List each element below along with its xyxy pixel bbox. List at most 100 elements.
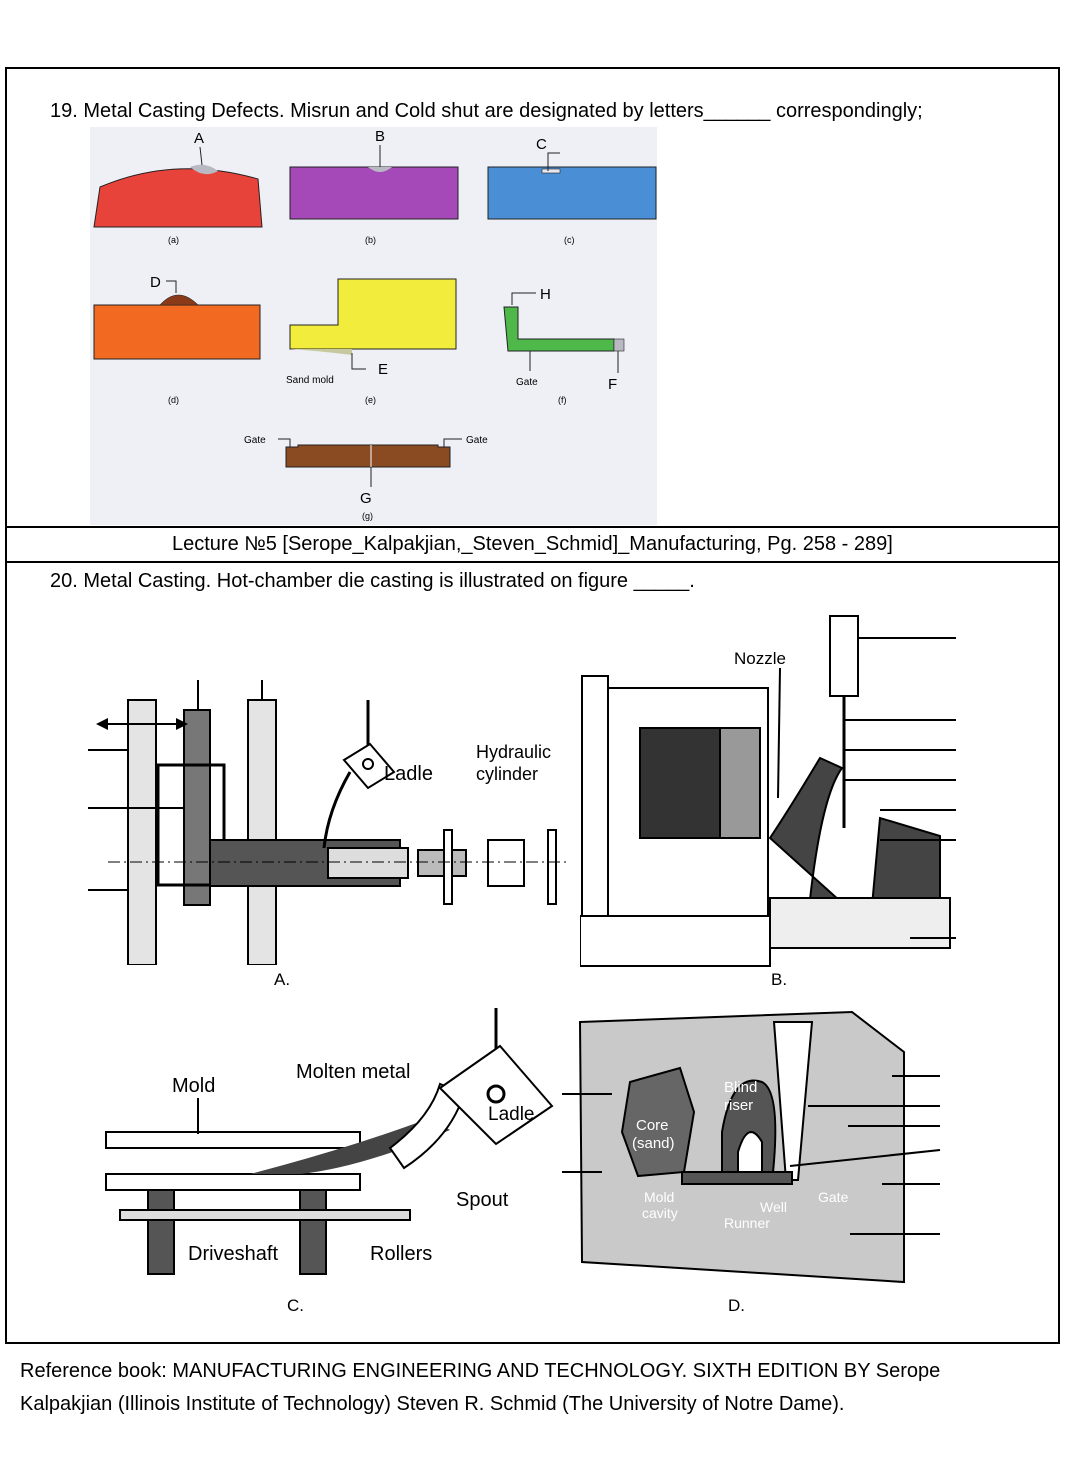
blind-label: Blind (724, 1079, 757, 1096)
core-label: Core (636, 1117, 669, 1134)
defect-c-shape (487, 166, 657, 220)
mold-top (105, 1131, 361, 1149)
row-divider (5, 526, 1060, 528)
die-plate (581, 675, 609, 917)
reference-book: Reference book: MANUFACTURING ENGINEERIN… (20, 1355, 940, 1421)
defect-a-mark (190, 164, 218, 175)
sub-f: (f) (558, 395, 567, 405)
defect-d-mark (159, 294, 199, 306)
sub-d: (d) (168, 395, 179, 405)
well-label: Well (760, 1199, 787, 1215)
sub-g: (g) (362, 511, 373, 521)
gate-label-f: Gate (516, 377, 538, 388)
leader-line (351, 353, 366, 370)
sub-a: (a) (168, 235, 179, 245)
mold-bottom (105, 1173, 361, 1191)
mold-cavity-label-1: Mold (644, 1189, 674, 1205)
label-d: D (150, 274, 161, 291)
hydraulic-label: Hydraulic (476, 742, 551, 762)
question-19: 19. Metal Casting Defects. Misrun and Co… (50, 100, 923, 122)
callout-line (789, 1149, 941, 1167)
spout-label: Spout (456, 1189, 509, 1211)
label-a: A (194, 130, 204, 147)
caption-c: C. (287, 1296, 304, 1315)
riser-label: riser (724, 1097, 753, 1114)
driveshaft-label: Driveshaft (188, 1243, 278, 1265)
label-g: G (360, 490, 372, 507)
furnace (769, 897, 951, 949)
leader-line (199, 146, 203, 166)
lecture-reference: Lecture №5 [Serope_Kalpakjian,_Steven_Sc… (172, 533, 893, 555)
casting-defects-figure: A (a) B (b) C (c) D (d) E Sand mold (e) … (90, 127, 657, 525)
defect-b-shape (289, 166, 459, 220)
defect-g-shape (285, 444, 451, 468)
gate-label: Gate (818, 1189, 849, 1205)
roller-left (147, 1189, 175, 1275)
nozzle-label: Nozzle (734, 649, 786, 668)
arrow-head (96, 718, 108, 730)
figure-a-cold-chamber: Ladle Hydraulic cylinder (88, 680, 568, 965)
leader-line (547, 152, 560, 171)
reference-line-2: Kalpakjian (Illinois Institute of Techno… (20, 1393, 845, 1415)
question-20: 20. Metal Casting. Hot-chamber die casti… (50, 570, 695, 592)
sprue (772, 1021, 814, 1181)
plunger-cylinder (829, 615, 859, 697)
leader-line (511, 292, 536, 305)
reference-line-1: Reference book: MANUFACTURING ENGINEERIN… (20, 1360, 941, 1382)
sub-c: (c) (564, 235, 575, 245)
bracket (443, 829, 453, 905)
label-f: F (608, 376, 617, 393)
label-c: C (536, 136, 547, 153)
caption-a: A. (274, 970, 291, 989)
die-box (156, 763, 226, 887)
rollers-label: Rollers (370, 1243, 432, 1265)
molten-metal-stream (250, 1118, 450, 1174)
sand-mold-label: Sand mold (286, 375, 334, 386)
bracket (547, 829, 557, 905)
label-e: E (378, 361, 388, 378)
ladle-label: Ladle (384, 763, 433, 785)
base (580, 915, 771, 967)
driveshaft (119, 1209, 411, 1221)
gate-label-g-right: Gate (466, 435, 488, 446)
ejector-die (183, 709, 211, 906)
leader-line (443, 438, 462, 447)
molten-metal-label: Molten metal (296, 1061, 411, 1083)
figure-b-hot-chamber: Nozzle (580, 615, 956, 967)
runner (681, 1171, 793, 1185)
plunger (327, 847, 409, 879)
defect-a-shape (93, 168, 263, 228)
caption-d: D. (728, 1296, 745, 1315)
hydraulic-cylinder (487, 839, 525, 887)
die-block (639, 727, 721, 839)
gate-label-g-left: Gate (244, 435, 266, 446)
defect-c-mark (541, 168, 561, 174)
question-table (5, 67, 1060, 1344)
defect-b-mark (368, 167, 392, 172)
callout-line (777, 667, 781, 799)
cylinder-label: cylinder (476, 764, 538, 784)
mold-cavity-label-2: cavity (642, 1205, 678, 1221)
die-half (719, 727, 761, 839)
ladle-icon (322, 700, 396, 849)
defect-e-mark (290, 349, 352, 355)
caption-b: B. (771, 970, 788, 989)
leader-line (278, 438, 291, 447)
sub-e: (e) (365, 395, 376, 405)
defect-f-mark (613, 338, 625, 352)
arrow-head (176, 718, 188, 730)
label-h: H (540, 286, 551, 303)
core-sand-label: (sand) (632, 1135, 675, 1152)
runner-label: Runner (724, 1215, 770, 1231)
defect-d-shape (93, 304, 261, 360)
ladle-icon (438, 1008, 554, 1146)
figure-d-sand-mold: Blind riser Core (sand) Mold cavity Well… (562, 1010, 941, 1284)
mold-label: Mold (172, 1075, 215, 1097)
row-divider (5, 561, 1060, 563)
leader-line (166, 280, 177, 293)
plunger-rod (417, 849, 467, 877)
label-b: B (375, 128, 385, 145)
tie-bar (127, 699, 157, 965)
roller-right (299, 1189, 327, 1275)
sub-b: (b) (365, 235, 376, 245)
